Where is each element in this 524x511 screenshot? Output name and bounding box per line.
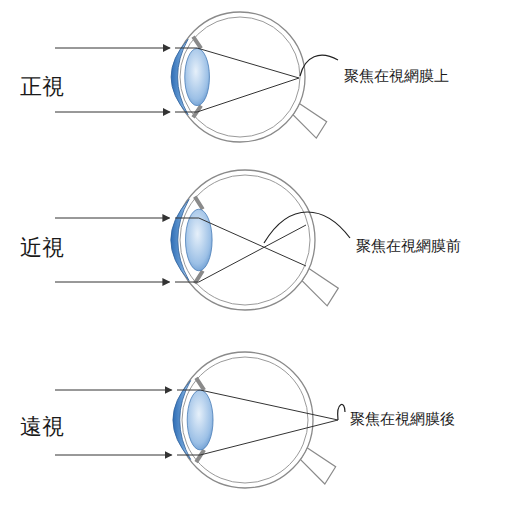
retina	[182, 357, 308, 483]
condition-label: 正視	[20, 72, 64, 102]
light-ray	[200, 390, 338, 420]
sclera	[175, 170, 315, 310]
light-ray	[177, 455, 200, 456]
light-ray	[55, 282, 169, 283]
retina	[180, 17, 300, 137]
lens	[185, 48, 210, 105]
light-ray	[200, 420, 338, 455]
condition-label: 近視	[20, 233, 64, 263]
sclera	[175, 12, 305, 142]
light-ray	[175, 112, 197, 113]
sclera	[177, 352, 313, 488]
light-ray	[175, 282, 199, 283]
light-ray	[199, 225, 306, 282]
light-ray	[175, 48, 197, 49]
optic-nerve	[293, 104, 327, 139]
light-ray	[55, 218, 169, 219]
hyperopic-eye	[55, 352, 338, 488]
retina	[180, 175, 310, 305]
myopic-eye	[55, 170, 338, 310]
callout-note: 聚焦在視網膜後	[350, 410, 455, 429]
condition-label: 遠視	[20, 412, 64, 442]
light-ray	[197, 78, 299, 112]
light-ray	[199, 218, 306, 266]
light-ray	[55, 455, 172, 456]
light-ray	[177, 390, 200, 391]
lens	[187, 390, 213, 450]
leader-line	[264, 212, 350, 243]
light-ray	[55, 390, 172, 391]
callout-note: 聚焦在視網膜上	[344, 67, 449, 86]
leader-line	[300, 55, 338, 76]
light-ray	[55, 112, 170, 113]
optic-nerve	[302, 269, 338, 306]
optic-nerve	[300, 448, 335, 484]
light-ray	[197, 48, 299, 78]
light-ray	[55, 48, 170, 49]
normal-eye	[55, 12, 327, 142]
leader-line	[338, 404, 345, 420]
light-ray	[175, 218, 199, 219]
callout-note: 聚焦在視網膜前	[356, 237, 461, 256]
